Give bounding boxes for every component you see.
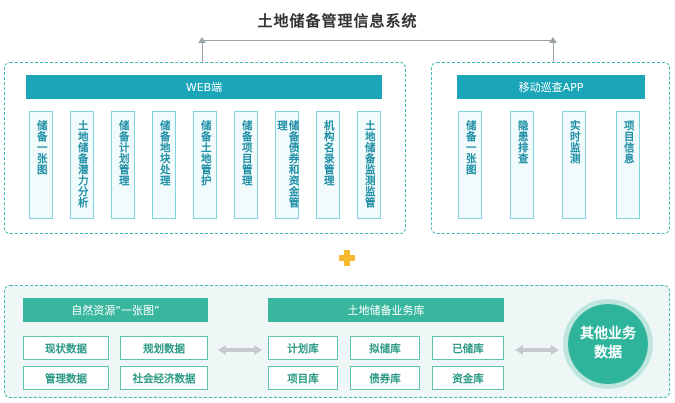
connector-line-left bbox=[202, 40, 203, 62]
arrow-up-icon bbox=[549, 37, 557, 43]
data-panel: 自然资源“一张图” 现状数据 规划数据 管理数据 社会经济数据 土地储备业务库 … bbox=[4, 285, 670, 398]
web-module: 储备债券和资金管理 bbox=[275, 111, 300, 219]
natural-resources-header: 自然资源“一张图” bbox=[23, 298, 208, 322]
plus-icon bbox=[339, 250, 355, 266]
business-db-cell: 拟储库 bbox=[350, 336, 420, 360]
connector-line bbox=[202, 40, 553, 41]
app-module: 项目信息 bbox=[616, 111, 640, 219]
web-module: 储备地块处理 bbox=[152, 111, 176, 219]
double-arrow-icon bbox=[218, 345, 262, 355]
natural-resource-cell: 规划数据 bbox=[120, 336, 208, 360]
business-db-cell: 资金库 bbox=[432, 366, 504, 390]
web-header: WEB端 bbox=[26, 75, 382, 99]
other-business-data-line1: 其他业务 bbox=[580, 326, 636, 343]
business-db-cell: 债券库 bbox=[350, 366, 420, 390]
business-db-header: 土地储备业务库 bbox=[268, 298, 504, 322]
app-panel: 移动巡查APP 储备一张图 隐患排查 实时监测 项目信息 bbox=[431, 62, 670, 234]
web-module: 储备土地管护 bbox=[193, 111, 217, 219]
web-module: 土地储备潜力分析 bbox=[70, 111, 94, 219]
natural-resource-cell: 管理数据 bbox=[23, 366, 109, 390]
page-title: 土地储备管理信息系统 bbox=[257, 12, 418, 30]
web-module: 土地储备监测监管 bbox=[357, 111, 381, 219]
other-business-data-line2: 数据 bbox=[594, 345, 622, 361]
natural-resource-cell: 社会经济数据 bbox=[120, 366, 208, 390]
app-module: 实时监测 bbox=[562, 111, 586, 219]
business-db-cell: 已储库 bbox=[432, 336, 504, 360]
app-header: 移动巡查APP bbox=[457, 75, 645, 99]
connector-line-right bbox=[553, 40, 554, 62]
natural-resource-cell: 现状数据 bbox=[23, 336, 109, 360]
web-module: 储备一张图 bbox=[29, 111, 53, 219]
double-arrow-icon bbox=[515, 345, 559, 355]
web-module: 储备项目管理 bbox=[234, 111, 258, 219]
business-db-cell: 计划库 bbox=[268, 336, 338, 360]
web-module: 机构名录管理 bbox=[316, 111, 340, 219]
arrow-up-icon bbox=[198, 37, 206, 43]
app-module: 隐患排查 bbox=[510, 111, 534, 219]
web-module: 储备计划管理 bbox=[111, 111, 135, 219]
app-module: 储备一张图 bbox=[458, 111, 482, 219]
business-db-cell: 项目库 bbox=[268, 366, 338, 390]
web-panel: WEB端 储备一张图 土地储备潜力分析 储备计划管理 储备地块处理 储备土地管护… bbox=[4, 62, 406, 234]
other-business-data-circle: 其他业务 数据 bbox=[568, 304, 648, 384]
